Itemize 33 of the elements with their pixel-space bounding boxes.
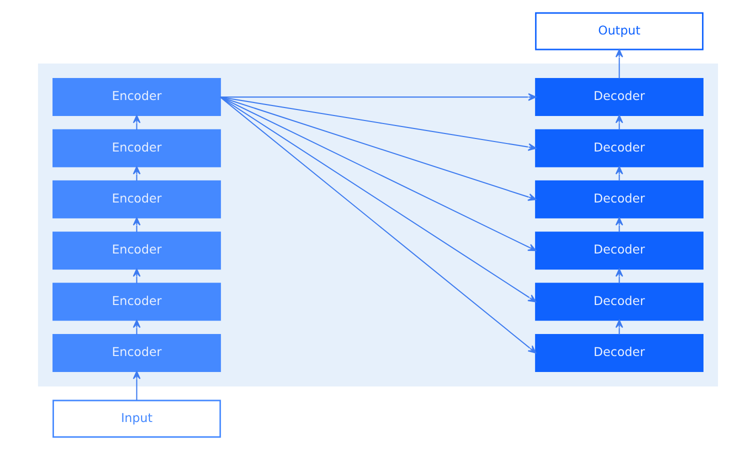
node-box: Encoder [52, 180, 221, 218]
cluster [38, 64, 718, 386]
arrow [615, 217, 624, 232]
arrow [132, 114, 141, 130]
arrow [132, 217, 141, 232]
arrow [220, 96, 536, 354]
node-box: Encoder [52, 129, 221, 168]
arrow [132, 268, 141, 284]
node-box: Encoder [52, 334, 221, 372]
arrow [220, 96, 536, 252]
arrow [615, 114, 624, 130]
node-box: Input [52, 400, 221, 438]
arrow [132, 320, 141, 335]
node-box: Decoder [535, 232, 704, 270]
node-box: Decoder [535, 180, 704, 218]
node-box: Decoder [535, 334, 704, 372]
node-box: Decoder [535, 282, 704, 321]
node-box: Output [535, 12, 704, 50]
arrow [132, 370, 141, 400]
arrow [220, 93, 536, 101]
node-box: Encoder [52, 282, 221, 321]
arrow [615, 166, 624, 182]
node-box: Decoder [535, 129, 704, 168]
node-box: Encoder [52, 232, 221, 270]
node-box: Encoder [52, 78, 221, 116]
arrow [615, 49, 624, 79]
arrow [220, 96, 536, 302]
arrow [615, 268, 624, 284]
arrow [220, 96, 536, 201]
node-box: Decoder [535, 78, 704, 116]
arrow [615, 320, 624, 335]
arrow [220, 96, 536, 151]
arrow [132, 166, 141, 182]
